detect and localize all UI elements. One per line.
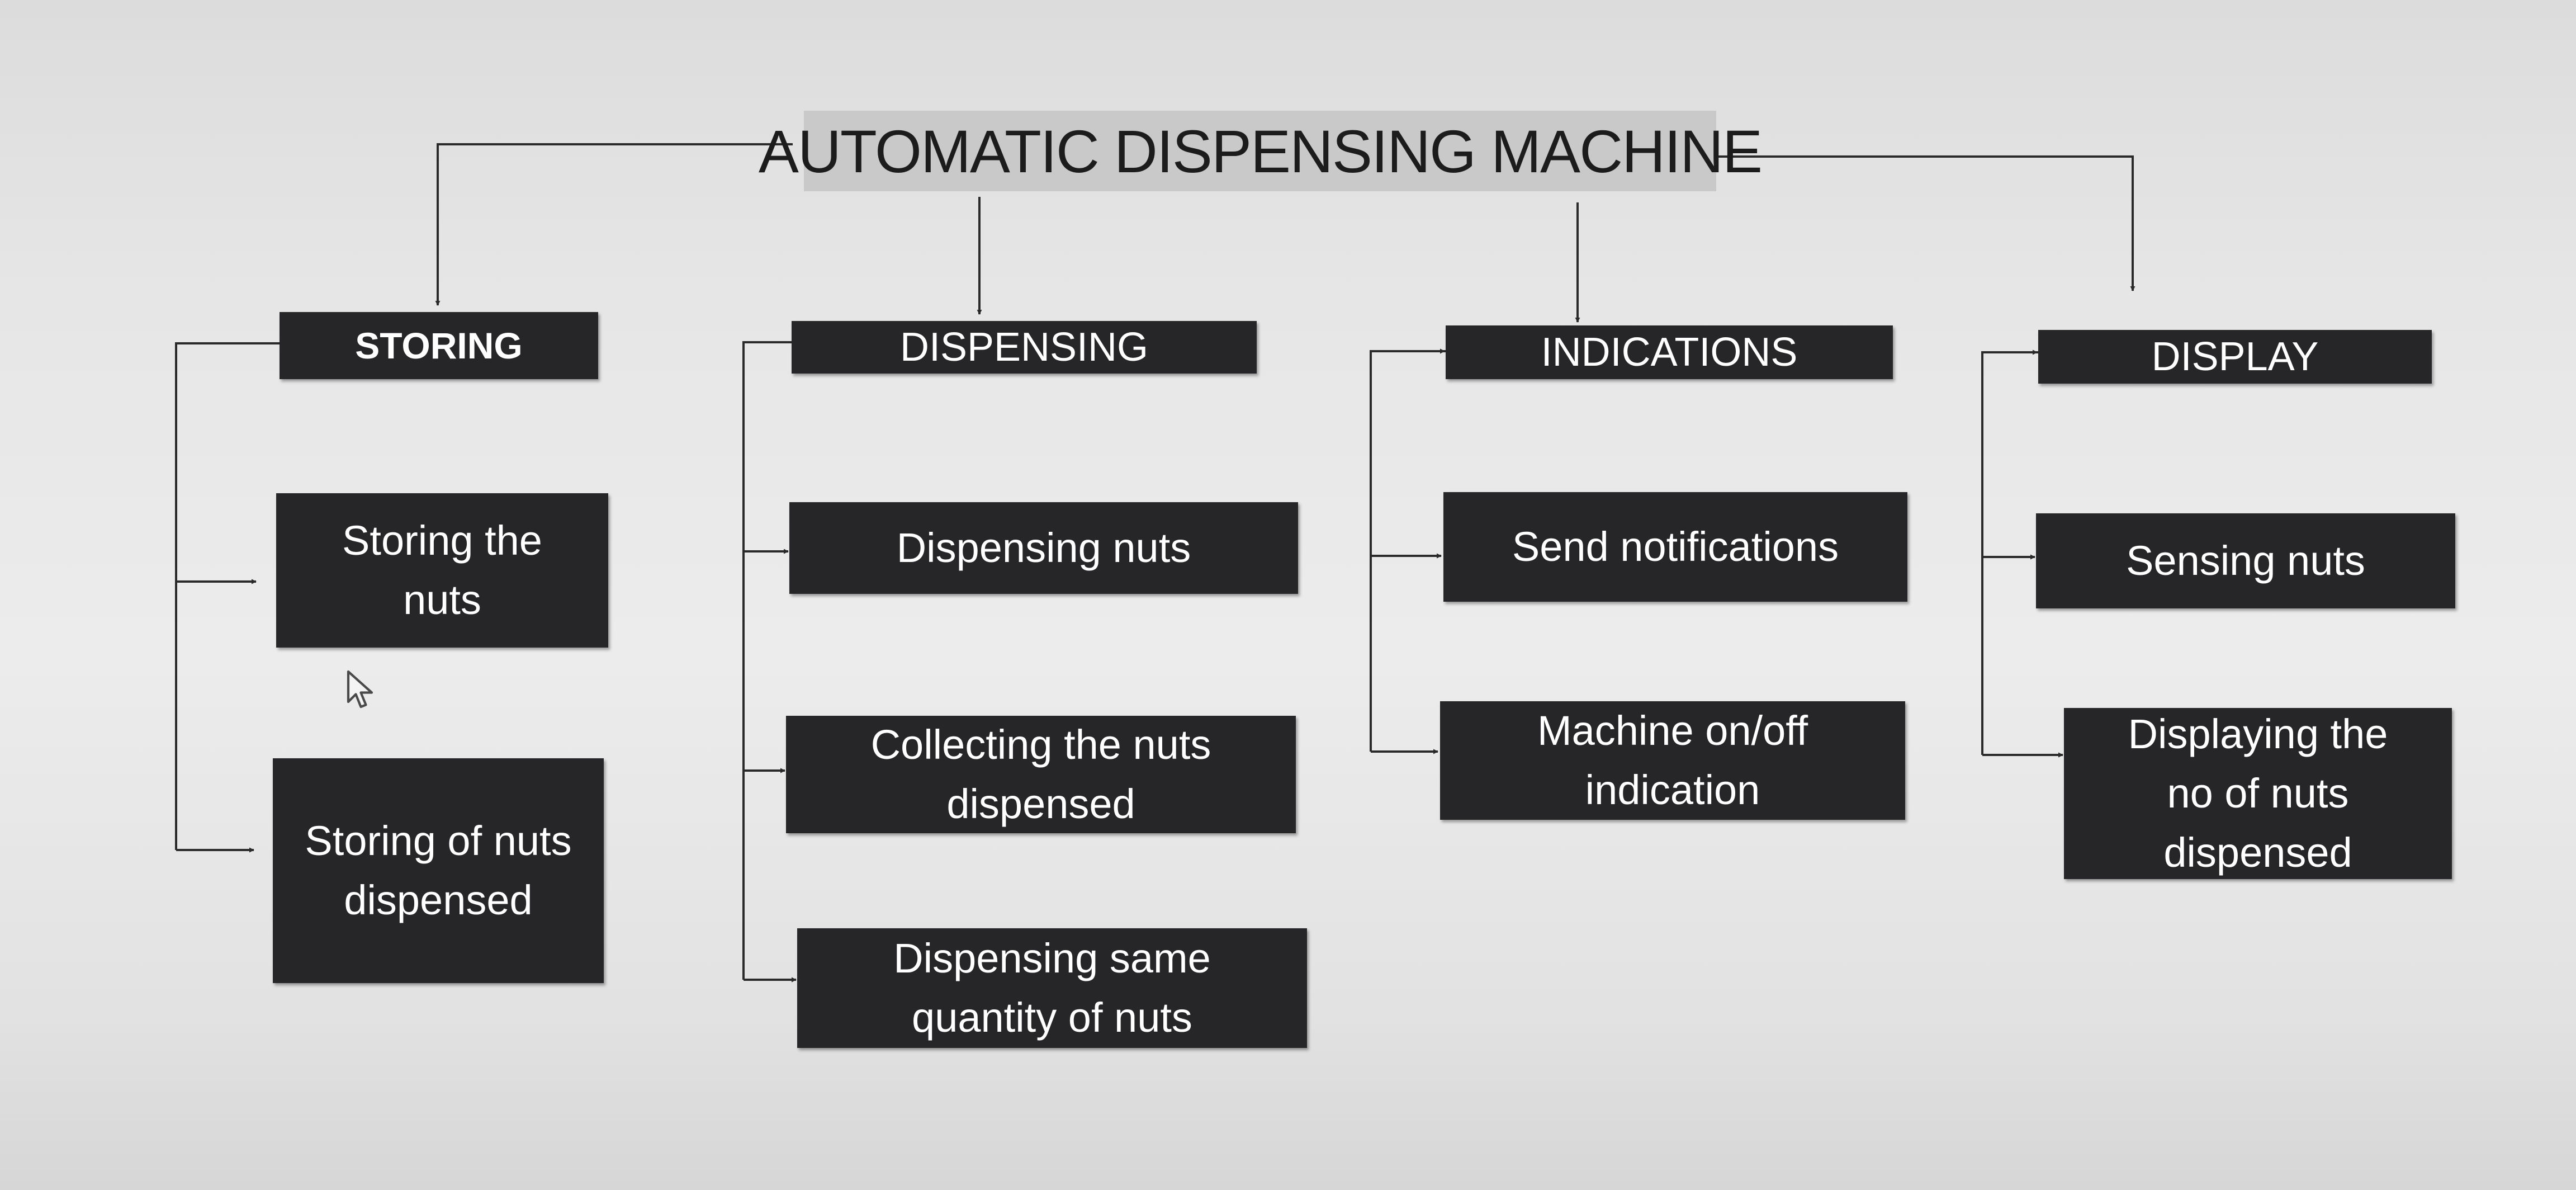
display-item-2-text: Displaying the no of nuts dispensed (2128, 711, 2388, 876)
dispensing-item-3: Dispensing same quantity of nuts (797, 928, 1307, 1048)
category-indications-header: INDICATIONS (1446, 325, 1893, 379)
connector-title-display (1716, 155, 2135, 291)
connector-title-storing (435, 143, 793, 306)
dispensing-item-1-text: Dispensing nuts (896, 525, 1191, 571)
display-item-2: Displaying the no of nuts dispensed (2064, 708, 2452, 879)
category-storing-header: STORING (280, 312, 598, 379)
category-dispensing-label: DISPENSING (899, 325, 1149, 370)
dispensing-item-2-text: Collecting the nuts dispensed (870, 721, 1211, 827)
display-item-1: Sensing nuts (2036, 513, 2455, 608)
category-indications-label: INDICATIONS (1541, 330, 1798, 375)
diagram-title-box: AUTOMATIC DISPENSING MACHINE (759, 111, 1763, 191)
category-dispensing-header: DISPENSING (792, 321, 1257, 374)
dispensing-item-1: Dispensing nuts (789, 502, 1298, 594)
indications-item-2-text: Machine on/off indication (1537, 707, 1808, 813)
storing-item-2-text: Storing of nuts dispensed (305, 818, 572, 923)
display-item-1-text: Sensing nuts (2126, 537, 2365, 584)
indications-item-2: Machine on/off indication (1440, 701, 1905, 820)
diagram-title: AUTOMATIC DISPENSING MACHINE (758, 117, 1763, 185)
connector-indications-trunk (1370, 350, 1446, 752)
indications-item-1: Send notifications (1443, 492, 1907, 602)
dispensing-item-2: Collecting the nuts dispensed (786, 716, 1296, 833)
storing-item-1-text: Storing the nuts (342, 517, 542, 623)
category-display-header: DISPLAY (2038, 330, 2432, 384)
mouse-cursor-icon (347, 670, 373, 709)
connector-dispensing-trunk (742, 341, 792, 980)
storing-item-1: Storing the nuts (276, 493, 608, 648)
connector-storing-trunk (175, 342, 280, 850)
storing-item-2: Storing of nuts dispensed (273, 758, 604, 983)
category-display-label: DISPLAY (2151, 334, 2319, 379)
indications-item-1-text: Send notifications (1512, 523, 1839, 570)
dispensing-item-3-text: Dispensing same quantity of nuts (893, 935, 1211, 1041)
category-storing-label: STORING (355, 325, 523, 366)
connector-display-trunk (1981, 351, 2038, 755)
